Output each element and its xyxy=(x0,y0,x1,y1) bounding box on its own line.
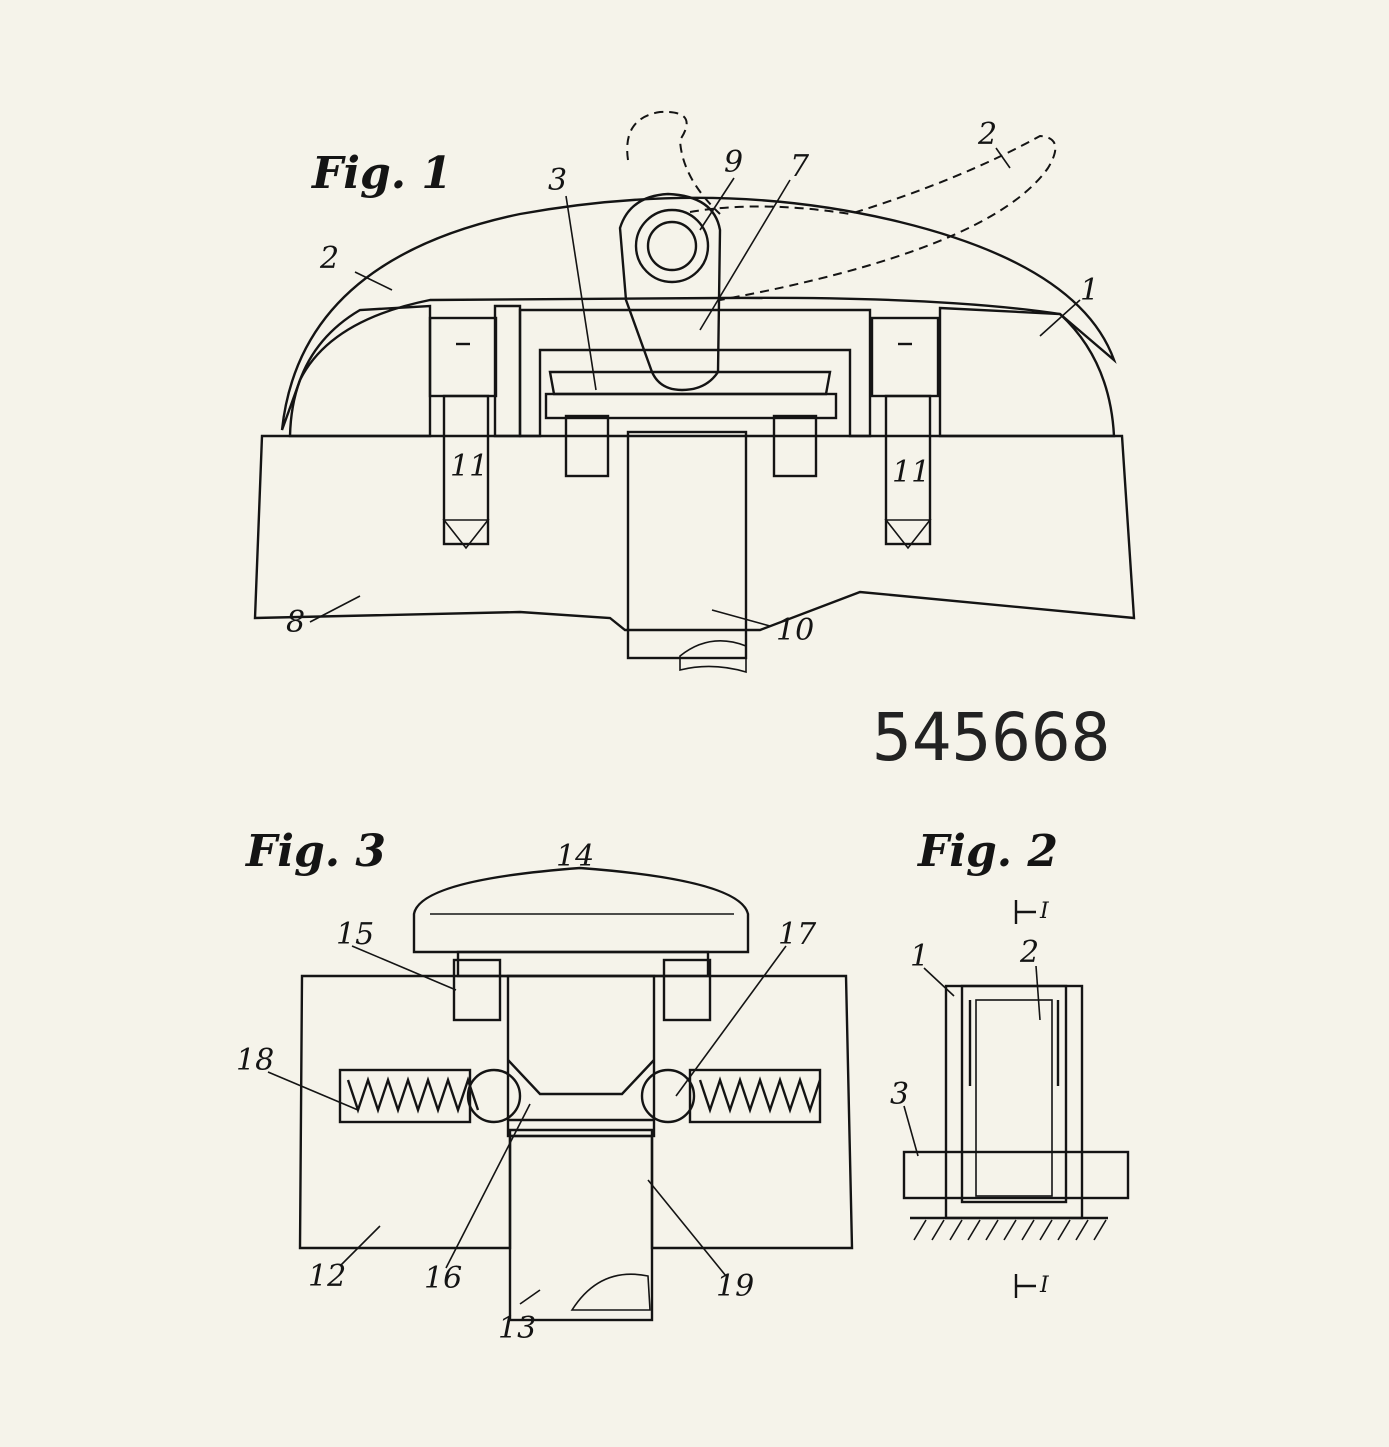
fig1-title: Fig. 1 xyxy=(310,148,452,199)
ref-18: 18 xyxy=(236,1043,274,1078)
fig3-title: Fig. 3 xyxy=(244,826,386,877)
seal-right xyxy=(772,414,818,478)
spring-17-right xyxy=(688,1068,822,1124)
spring-18-left xyxy=(338,1068,480,1124)
lever-2-dashed-handle xyxy=(626,110,721,215)
seal-15 xyxy=(452,958,502,1022)
plate-seat xyxy=(544,392,838,420)
ref-13: 13 xyxy=(498,1311,536,1346)
housing-1 xyxy=(944,984,1084,1220)
ref-1: 1 xyxy=(1080,273,1099,308)
ref-7: 7 xyxy=(790,149,810,184)
ref-15: 15 xyxy=(336,917,374,952)
ref-2-lever: 2 xyxy=(319,241,339,276)
figure-3: Fig. 3 xyxy=(236,826,854,1346)
patent-number-stamp: 545668 xyxy=(872,699,1110,776)
seal-right-fig3 xyxy=(662,958,712,1022)
ref-3: 3 xyxy=(548,163,567,198)
ref-9: 9 xyxy=(724,145,743,180)
figure-2: Fig. 2 I I 1 2 3 xyxy=(890,826,1130,1298)
lever-2-dashed xyxy=(689,134,1057,301)
figure-1: Fig. 1 xyxy=(253,110,1136,674)
ball-right xyxy=(640,1068,696,1124)
fig2-title: Fig. 2 xyxy=(916,826,1058,877)
button-14 xyxy=(412,866,750,978)
seal-left xyxy=(564,414,610,478)
ref-17: 17 xyxy=(778,917,817,952)
ref-11-right: 11 xyxy=(892,455,930,490)
plate-3 xyxy=(548,370,832,396)
ref-8: 8 xyxy=(286,605,305,640)
shaft-10 xyxy=(626,430,748,674)
ref-10: 10 xyxy=(776,613,814,648)
shaft-13 xyxy=(508,1134,654,1322)
body-1-left-wall xyxy=(493,304,522,438)
ref-3-fig2: 3 xyxy=(890,1077,909,1112)
bore xyxy=(506,974,656,1138)
screw-11-left xyxy=(428,316,498,550)
svg-text:I: I xyxy=(1039,899,1050,924)
section-mark-top: I xyxy=(1014,899,1050,924)
ref-12: 12 xyxy=(308,1259,346,1294)
ground-line xyxy=(910,1216,1108,1241)
ball-left xyxy=(466,1068,522,1124)
ref-11-left: 11 xyxy=(450,449,488,484)
screw-11-right xyxy=(870,316,940,550)
ref-14: 14 xyxy=(556,839,594,874)
ref-2-fig2: 2 xyxy=(1019,935,1039,970)
ref-1-fig2: 1 xyxy=(910,939,929,974)
threaded-rod-3 xyxy=(902,1150,1130,1200)
ref-2-dashed: 2 xyxy=(977,117,997,152)
body-1 xyxy=(288,304,432,438)
base-plate-8 xyxy=(253,434,1136,632)
svg-text:I: I xyxy=(1039,1273,1050,1298)
cam-lever-7 xyxy=(618,192,722,392)
section-mark-bottom: I xyxy=(1014,1273,1050,1298)
ref-19: 19 xyxy=(716,1269,754,1304)
ref-16: 16 xyxy=(424,1261,462,1296)
body-1-middle xyxy=(518,308,872,438)
pivot-9 xyxy=(634,208,710,284)
lever-2-slot xyxy=(960,984,1068,1204)
housing-12 xyxy=(298,974,854,1250)
body-1-right xyxy=(938,306,1116,438)
